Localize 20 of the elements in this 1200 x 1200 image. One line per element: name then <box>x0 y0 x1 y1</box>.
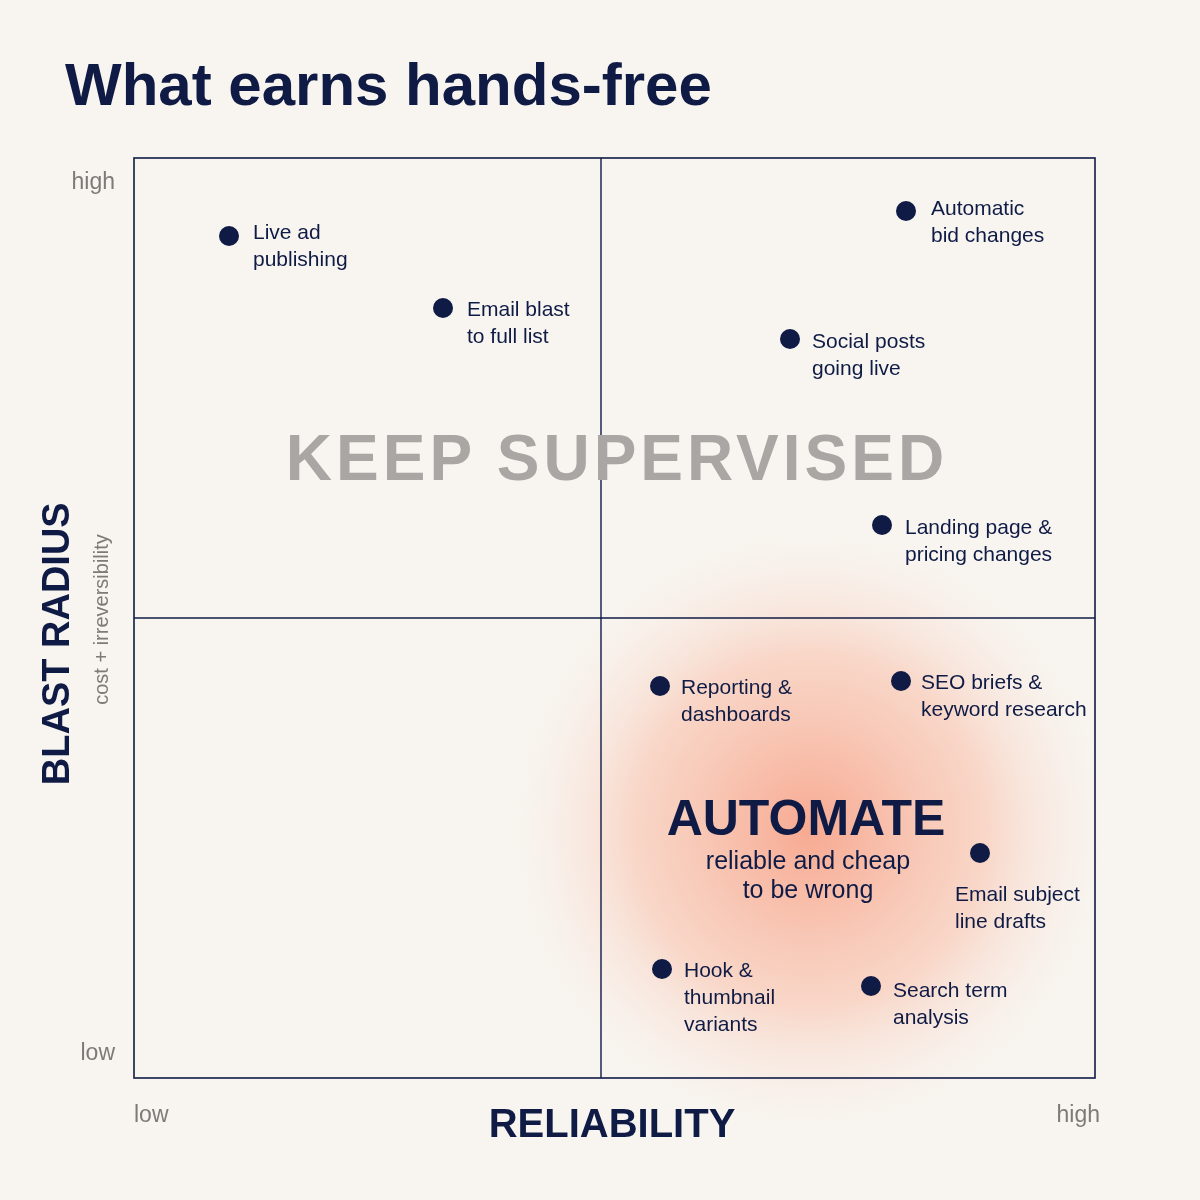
point-label: Hook & thumbnail variants <box>684 957 777 1037</box>
point-label: Automatic bid changes <box>931 195 1046 248</box>
point-label: Social posts going live <box>812 328 927 381</box>
quadrant-subtitle: reliable and cheap to be wrong <box>704 846 912 904</box>
axis-tick-label: low <box>79 1038 115 1067</box>
point-label: Landing page & pricing changes <box>905 514 1054 567</box>
quadrant-label: AUTOMATE <box>665 789 947 848</box>
point-label: Search term analysis <box>893 977 1009 1030</box>
axis-subtitle: cost + irreversibility <box>88 533 113 707</box>
title: What earns hands-free <box>65 52 712 118</box>
axis-title: BLAST RADIUS <box>34 501 79 788</box>
point-label: Email blast to full list <box>467 296 571 349</box>
point-label: SEO briefs & keyword research <box>921 669 1088 722</box>
point-label: Reporting & dashboards <box>681 674 793 727</box>
axis-title: RELIABILITY <box>487 1100 737 1147</box>
axis-tick-label: high <box>70 167 115 196</box>
point-label: Email subject line drafts <box>955 881 1081 934</box>
axis-tick-label: high <box>1055 1100 1100 1129</box>
point-label: Live ad publishing <box>253 219 349 272</box>
axis-tick-label: low <box>134 1100 170 1129</box>
